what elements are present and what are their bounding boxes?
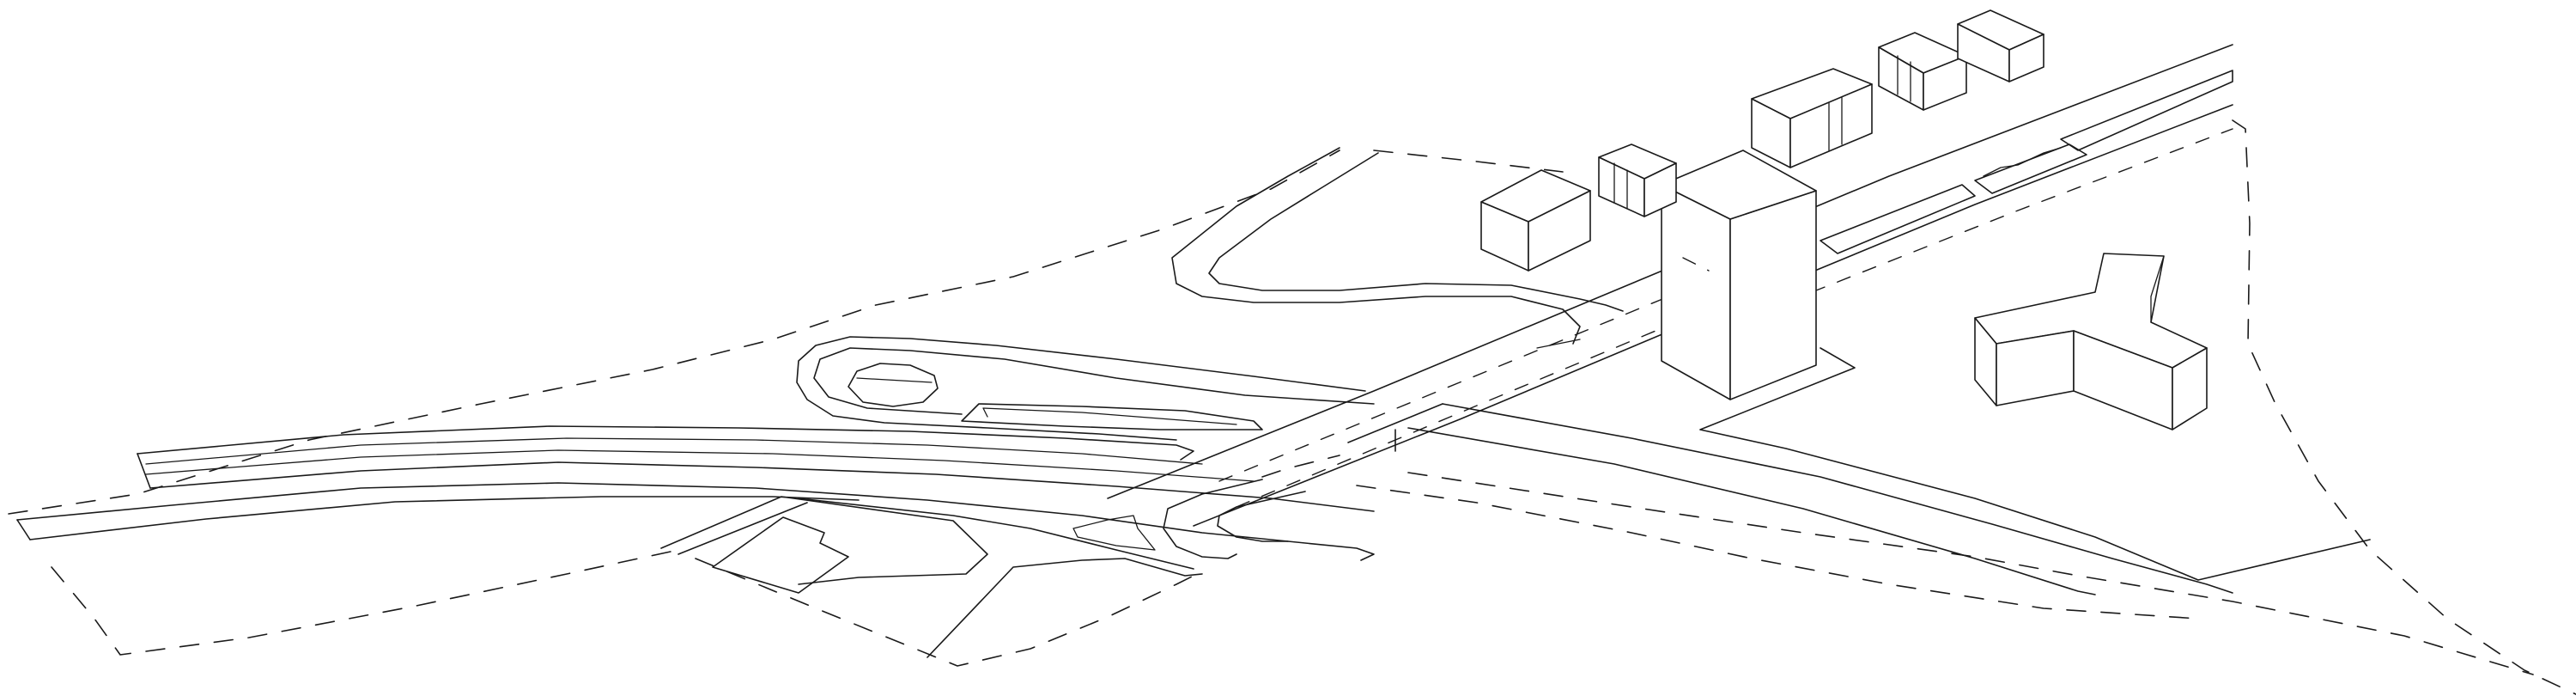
winding-road bbox=[1171, 147, 1624, 345]
viaduct-top-edge bbox=[1107, 44, 2233, 499]
dash-detail-1 bbox=[1682, 257, 1710, 272]
site-boundary-left bbox=[8, 150, 1340, 515]
loop-island-line bbox=[856, 377, 933, 383]
site-boundary-inner-dash bbox=[1261, 455, 1340, 478]
site-boundary-top bbox=[1373, 150, 1564, 173]
underpass-ramp-outer bbox=[1163, 479, 1263, 559]
tall-tower bbox=[1661, 150, 1817, 400]
frontage-road-4 bbox=[927, 558, 1203, 658]
lane-6 bbox=[29, 496, 860, 540]
highway-lanes bbox=[16, 425, 1375, 561]
loop-ramp-outer bbox=[796, 336, 1366, 441]
frontage-road-2 bbox=[677, 502, 808, 555]
lane-1 bbox=[137, 425, 1194, 461]
underpass-ramp-inner bbox=[1217, 491, 1306, 542]
plot-2 bbox=[1974, 143, 2087, 194]
median-strip bbox=[961, 403, 1263, 430]
plot-1 bbox=[1820, 184, 1976, 254]
underpass-ramp bbox=[1163, 479, 1306, 559]
frontage-road-1 bbox=[660, 496, 988, 585]
block-c-split bbox=[1828, 96, 1843, 151]
median-strip-outline bbox=[961, 403, 1263, 430]
ramp-loops bbox=[796, 336, 1375, 441]
lane-4 bbox=[149, 461, 1375, 512]
site-boundary bbox=[8, 119, 2576, 695]
block-e bbox=[1957, 9, 2044, 82]
tall-tower-left-face bbox=[1661, 184, 1731, 400]
lower-dash-road bbox=[1356, 485, 2199, 620]
lane-5 bbox=[16, 482, 1375, 561]
dash-detail-2 bbox=[1536, 339, 1581, 349]
viaduct-center-dash-2 bbox=[1236, 304, 1718, 508]
small-lawn bbox=[1072, 515, 1156, 551]
site-boundary-bottom-right bbox=[1407, 472, 2534, 675]
median-strip-inner bbox=[982, 407, 1237, 425]
y-building-notch bbox=[2150, 255, 2165, 323]
main-road-right-2 bbox=[1407, 427, 2096, 595]
block-e-right bbox=[2008, 34, 2044, 82]
plaza-right bbox=[1699, 347, 2371, 581]
tall-tower-right-face bbox=[1729, 190, 1817, 400]
block-c-right bbox=[1789, 83, 1873, 168]
lower-roads bbox=[660, 496, 1203, 658]
winding-road-outer bbox=[1171, 147, 1581, 345]
block-a-right bbox=[1528, 190, 1591, 272]
block-b bbox=[1598, 143, 1677, 217]
winding-road-inner bbox=[1208, 152, 1624, 312]
small-details bbox=[1536, 257, 1710, 349]
loop-island bbox=[848, 363, 939, 407]
buildings bbox=[1480, 9, 2208, 430]
block-d-split bbox=[1897, 55, 1911, 102]
site-boundary-bottom-left bbox=[51, 549, 679, 656]
viaduct-far-dash bbox=[1811, 128, 2233, 293]
site-boundary-right bbox=[2232, 119, 2576, 695]
block-c bbox=[1751, 68, 1873, 168]
viaduct-center-dash-1 bbox=[1218, 283, 1701, 482]
block-d bbox=[1878, 32, 1967, 111]
y-building-front-face bbox=[1996, 330, 2075, 406]
right-roads bbox=[1356, 347, 2371, 620]
lane-ends bbox=[16, 453, 151, 540]
plot-3 bbox=[2060, 70, 2233, 151]
y-building-end-face bbox=[2172, 347, 2208, 430]
site-boundary-bottom-mid bbox=[695, 558, 1203, 667]
tall-tower-roof bbox=[1661, 150, 1817, 220]
lane-2 bbox=[145, 437, 1203, 465]
linear-plots bbox=[1820, 70, 2233, 254]
plot-2-wave bbox=[1983, 147, 2062, 177]
plaza-outline bbox=[712, 516, 849, 594]
y-shaped-building bbox=[1974, 253, 2208, 430]
block-b-notch bbox=[1613, 162, 1628, 209]
block-d-right bbox=[1923, 55, 1967, 111]
loop-ramp-inner bbox=[813, 347, 1375, 415]
frontage-road-3 bbox=[798, 498, 1194, 570]
main-road-right-1 bbox=[1442, 403, 2233, 594]
block-b-right bbox=[1643, 162, 1677, 217]
viaduct-pier bbox=[1347, 403, 1443, 452]
lane-3 bbox=[145, 449, 1255, 482]
block-a bbox=[1480, 169, 1591, 272]
